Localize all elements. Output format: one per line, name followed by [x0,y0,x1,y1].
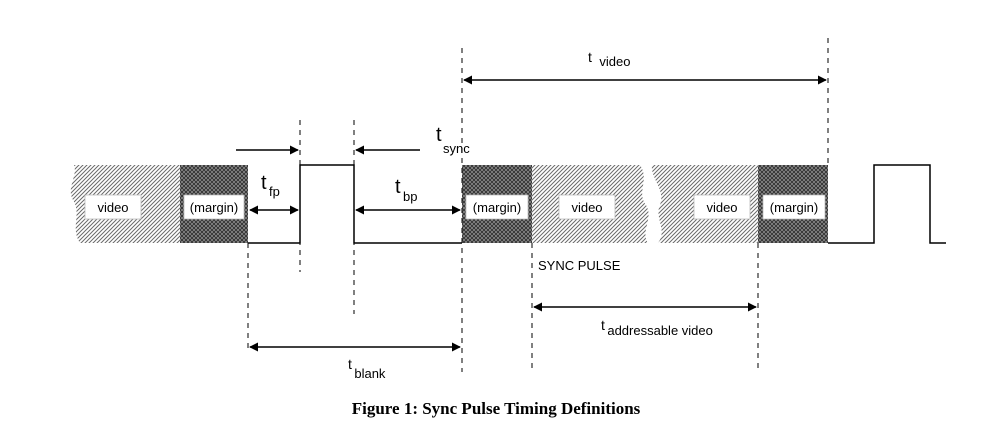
reference-lines [247,38,829,372]
sync-pulse-label: SYNC PULSE [538,258,621,273]
figure-caption: Figure 1: Sync Pulse Timing Definitions [352,399,641,418]
t-fp-label: t fp [261,172,280,199]
t-video-label: t video [588,49,630,69]
margin-label-left: (margin) [190,200,238,215]
sync-waveform [248,164,946,244]
video-label-left: video [97,200,128,215]
region-label-boxes [84,194,826,220]
margin-label-mid: (margin) [473,200,521,215]
t-sync-label: t sync [436,124,470,156]
t-bp-label: t bp [395,176,417,204]
region-labels: video (margin) (margin) video video (mar… [97,200,818,215]
video-label-mid: video [571,200,602,215]
t-addressable-video-label: t addressable video [601,317,713,338]
video-label-right: video [706,200,737,215]
timing-labels: t video t sync t fp t bp t blank t addre… [261,49,713,381]
margin-label-right: (margin) [770,200,818,215]
t-blank-label: t blank [348,356,386,381]
dimension-arrows [236,75,827,352]
